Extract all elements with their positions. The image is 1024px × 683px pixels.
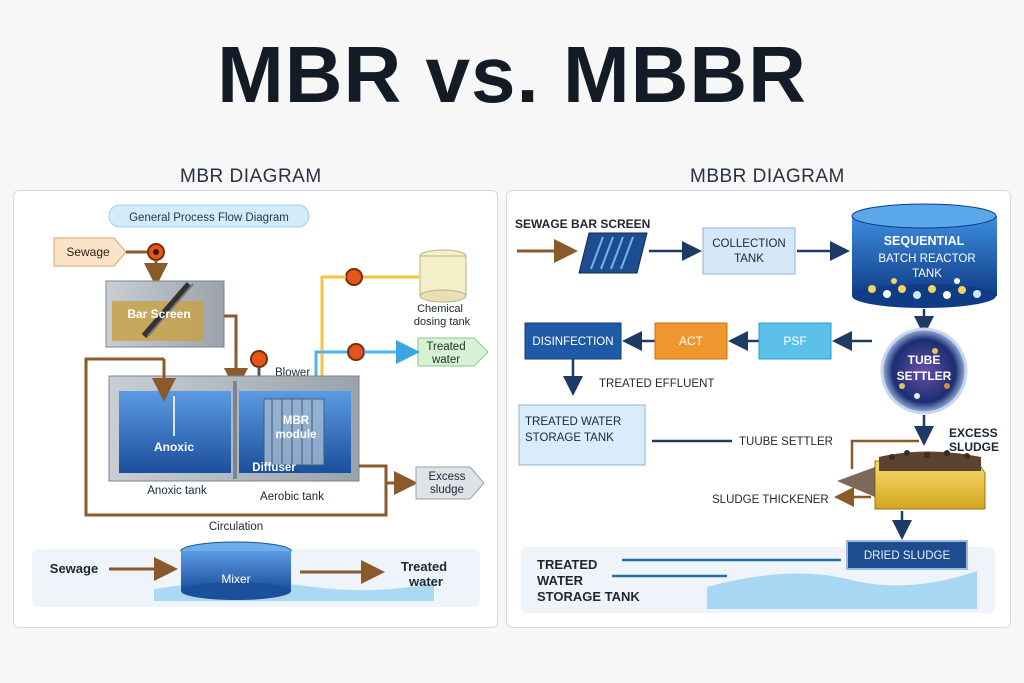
mbr-module-label-2: module	[276, 429, 317, 441]
mbbr-diagram: SEWAGE BAR SCREEN COLLECTION TANK SEQUEN…	[515, 203, 999, 613]
blower-icon	[250, 350, 268, 368]
excess-sludge-label-2: sludge	[430, 484, 464, 496]
collection-label-1: COLLECTION	[712, 238, 786, 250]
bottom-treated-label-2: WATER	[537, 573, 584, 588]
chemical-label-1: Chemical	[417, 303, 463, 315]
sbr-label-2: BATCH REACTOR	[878, 253, 975, 265]
treated-bottom-label-2: water	[408, 574, 443, 589]
sbr-tank	[852, 216, 997, 296]
sludge-thickener-label: SLUDGE THICKENER	[712, 494, 829, 506]
process-flow-pill	[108, 204, 310, 228]
mbbr-panel: SEWAGE BAR SCREEN COLLECTION TANK SEQUEN…	[506, 190, 1011, 628]
storage-label-2: STORAGE TANK	[525, 432, 614, 444]
treated-valve-icon	[347, 343, 365, 361]
excess-sludge-tag	[415, 466, 485, 500]
dried-sludge-label: DRIED SLUDGE	[864, 550, 951, 562]
sewage-input-label: Sewage	[66, 245, 110, 259]
dried-sludge-box	[846, 540, 968, 570]
bottom-treated-label-3: STORAGE TANK	[537, 589, 640, 604]
collection-tank-box	[702, 227, 796, 275]
sbr-media-icon	[868, 278, 981, 299]
anoxic-label: Anoxic	[154, 440, 194, 454]
page-title: MBR vs. MBBR	[217, 30, 807, 119]
aerobic-tank-label: Aerobic tank	[260, 491, 324, 503]
treated-effluent-label: TREATED EFFLUENT	[599, 378, 714, 390]
mbr-module	[263, 398, 325, 466]
mbr-module-label-1: MBR	[283, 415, 310, 427]
process-flow-label: General Process Flow Diagram	[129, 212, 289, 224]
act-box	[654, 322, 728, 360]
storage-tank-box	[518, 404, 646, 466]
mixer-label: Mixer	[221, 572, 250, 586]
collection-label-2: TANK	[734, 253, 764, 265]
excess-label-2: SLUDGE	[949, 440, 999, 454]
sbr-label-3: TANK	[912, 268, 942, 280]
tube-label-1: TUBE	[908, 353, 941, 367]
treated-bottom-label-1: Treated	[401, 559, 447, 574]
mbbr-heading: MBBR DIAGRAM	[690, 166, 845, 187]
mbr-panel: General Process Flow Diagram Sewage Bar …	[13, 190, 498, 628]
sbr-label-1: SEQUENTIAL	[884, 234, 965, 248]
treated-water-label-2: water	[431, 354, 460, 366]
circulation-loop	[84, 357, 388, 517]
storage-label-1: TREATED WATER	[525, 416, 621, 428]
mbr-diagram: General Process Flow Diagram Sewage Bar …	[32, 204, 489, 607]
psf-box	[758, 322, 832, 360]
psf-label: PSF	[783, 334, 806, 348]
sewage-input-tag	[53, 237, 127, 267]
chemical-tank-icon	[419, 289, 467, 303]
chemical-valve-icon	[345, 268, 363, 286]
disinfection-box	[524, 322, 622, 360]
tuube-settler-label: TUUBE SETTLER	[739, 436, 833, 448]
sewage-bar-screen-label: SEWAGE BAR SCREEN	[515, 217, 650, 231]
tube-settler-icon	[880, 327, 968, 415]
bar-screen-label: Bar Screen	[127, 307, 190, 321]
bottom-treated-label-1: TREATED	[537, 557, 597, 572]
treated-water-label-1: Treated	[426, 341, 465, 353]
act-label: ACT	[679, 334, 704, 348]
disinfection-label: DISINFECTION	[532, 336, 613, 348]
chemical-label-2: dosing tank	[414, 316, 471, 328]
tube-label-2: SETTLER	[897, 369, 952, 383]
mbr-heading: MBR DIAGRAM	[180, 166, 322, 187]
excess-label-1: EXCESS	[949, 426, 998, 440]
excess-sludge-label-1: Excess	[428, 471, 465, 483]
sewage-bottom-label: Sewage	[50, 561, 98, 576]
circulation-label: Circulation	[209, 521, 263, 533]
diffuser-label: Diffuser	[252, 462, 296, 474]
anoxic-tank-label: Anoxic tank	[147, 485, 207, 497]
